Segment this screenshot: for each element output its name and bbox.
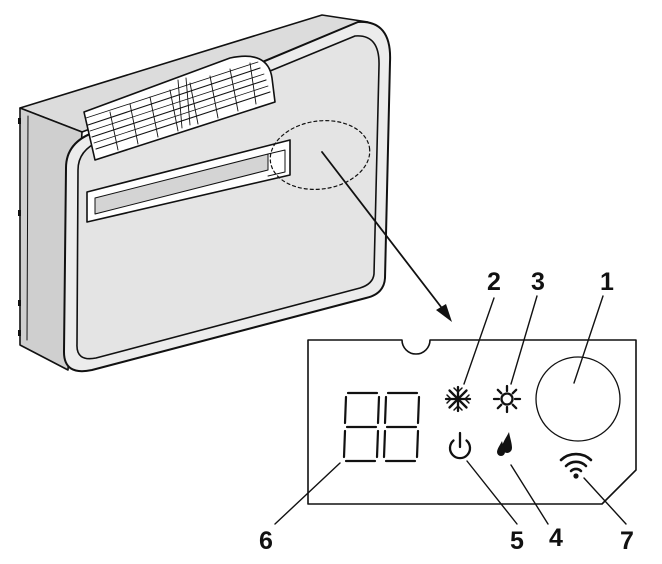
- air-conditioner-unit: [18, 14, 392, 373]
- seven-segment-display: [342, 391, 421, 463]
- leader-line-1: [573, 295, 604, 384]
- control-panel-detail: [307, 339, 637, 505]
- seven-segment-digit: [342, 391, 381, 463]
- callout-6: 6: [259, 527, 273, 555]
- seven-segment-digit: [382, 391, 421, 463]
- unit-side-edge: [26, 115, 29, 341]
- callout-4: 4: [549, 524, 563, 552]
- wifi-icon: [559, 452, 593, 479]
- leader-line-3: [510, 295, 538, 385]
- callout-numbers: 1 2 3 4 5 6 7: [259, 268, 634, 555]
- droplets-icon: [497, 432, 512, 456]
- leader-line-6: [274, 462, 341, 525]
- callout-1: 1: [600, 268, 614, 296]
- callout-7: 7: [620, 527, 634, 555]
- leader-line-5: [466, 460, 518, 525]
- unit-top-grille: [83, 55, 276, 161]
- callout-3: 3: [531, 268, 545, 296]
- unit-air-outlet: [86, 139, 291, 223]
- unit-side-screws: [18, 118, 21, 336]
- sun-icon: [492, 384, 522, 414]
- control-area-highlight: [269, 120, 371, 190]
- snowflake-icon: [444, 385, 472, 413]
- control-panel-outline: [307, 339, 637, 505]
- power-icon: [448, 431, 472, 460]
- unit-front-panel: [76, 35, 380, 360]
- control-knob: [535, 356, 621, 442]
- leader-line-2: [463, 297, 495, 385]
- callout-leader-lines: [274, 295, 627, 525]
- zoom-arrow: [321, 151, 452, 322]
- leader-line-4: [510, 464, 549, 525]
- leader-line-7: [583, 477, 627, 525]
- callout-2: 2: [487, 268, 501, 296]
- callout-5: 5: [510, 527, 524, 555]
